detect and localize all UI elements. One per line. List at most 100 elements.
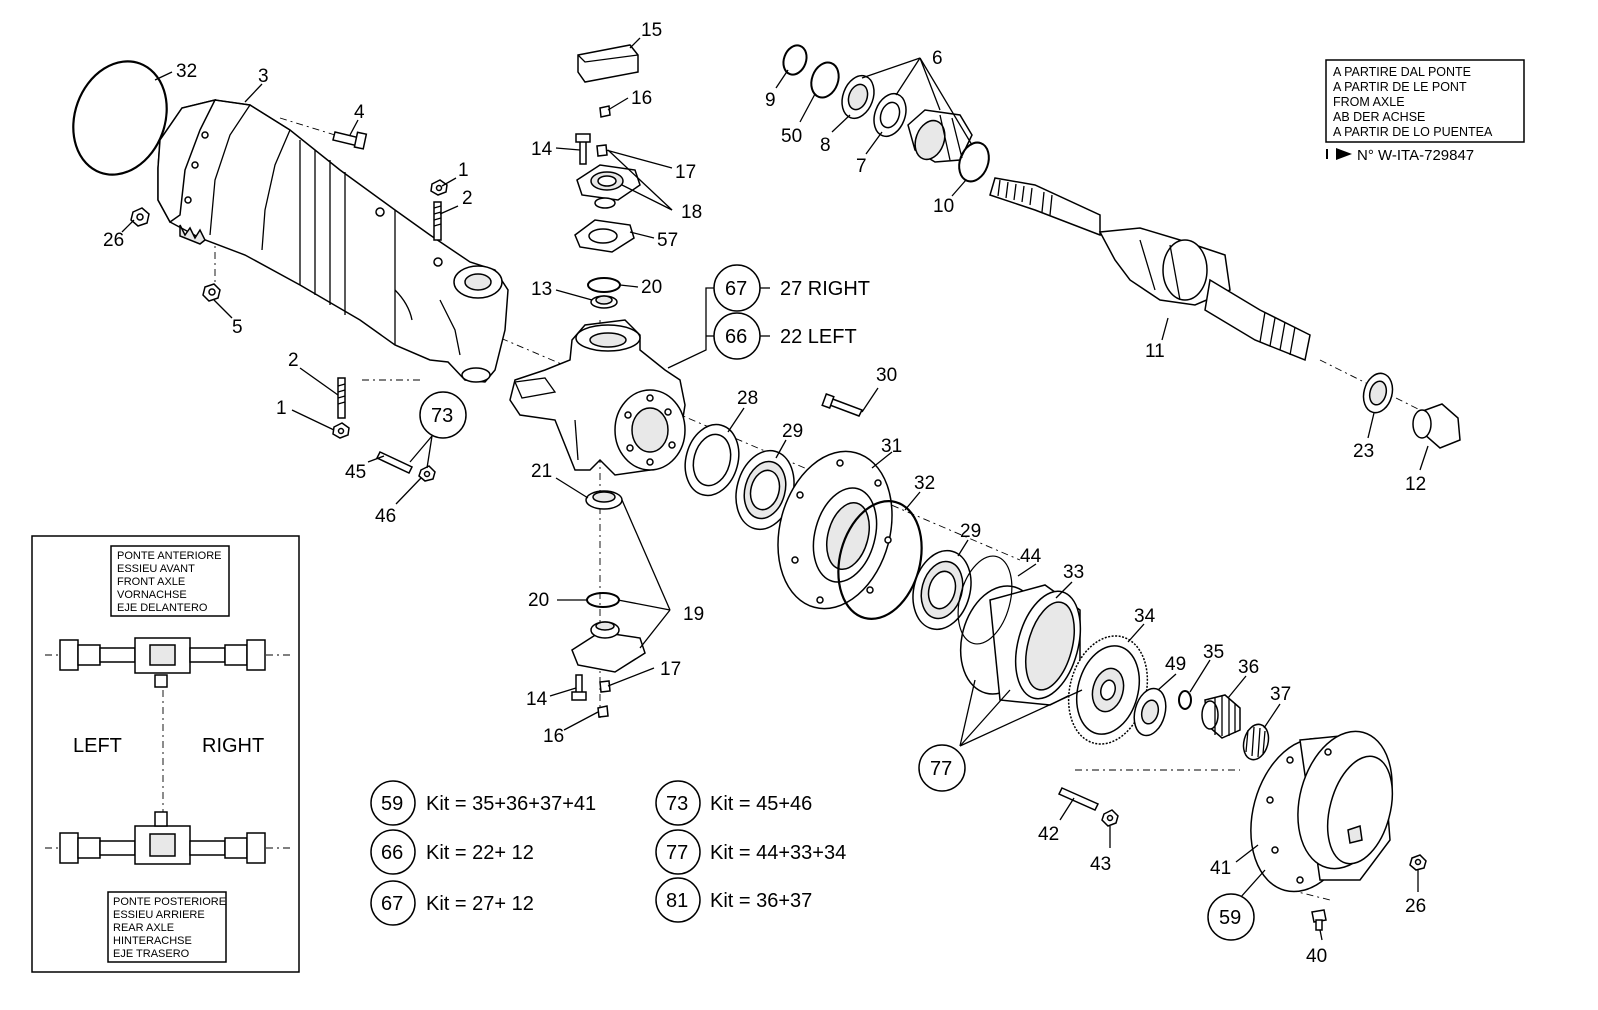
king-pin-cap-18	[576, 164, 641, 209]
circled-77: 77	[930, 758, 952, 780]
front-axle-label: PONTE ANTERIORE ESSIEU AVANT FRONT AXLE …	[110, 545, 230, 617]
kit-legend: 59 Kit = 35+36+37+41 66 Kit = 22+ 12 67 …	[370, 780, 846, 926]
callout-32-left: 32	[176, 61, 197, 82]
o-ring-20-top	[587, 277, 621, 293]
callout-28: 28	[737, 388, 758, 409]
seal-28	[684, 423, 740, 497]
callout-14-top: 14	[531, 139, 553, 160]
inset-left-label: LEFT	[73, 735, 122, 757]
inset-right-label: RIGHT	[202, 735, 264, 757]
ring-gear-34	[1067, 635, 1149, 745]
plug-26-right	[1409, 854, 1427, 871]
rear-line: PONTE POSTERIORE	[113, 896, 226, 908]
stud-2-bottom	[337, 377, 346, 419]
kit-row-73: 73 Kit = 45+46	[655, 780, 812, 826]
callout-12: 12	[1405, 474, 1426, 495]
callout-33: 33	[1063, 562, 1084, 583]
front-line: EJE DELANTERO	[117, 602, 208, 614]
rear-axle-icon	[45, 811, 290, 865]
kit-row-59: 59 Kit = 35+36+37+41	[370, 780, 596, 826]
front-axle-icon	[45, 637, 290, 688]
snap-ring-44	[957, 555, 1013, 645]
callout-numbers: 32 3 4 1 2 26 5 2 1 45 46 15 16 14 17 18…	[103, 20, 1426, 967]
bearing-21	[585, 490, 623, 510]
kit-text: Kit = 44+33+34	[710, 842, 846, 864]
bolt-14-top	[575, 133, 591, 165]
callout-5: 5	[232, 317, 243, 338]
callout-35: 35	[1203, 642, 1224, 663]
grease-nipple-16-top	[599, 105, 611, 118]
circled-73: 73	[431, 405, 453, 427]
callout-1-top: 1	[458, 160, 469, 181]
callout-19: 19	[683, 604, 704, 625]
callout-31: 31	[881, 436, 902, 457]
callout-34: 34	[1134, 606, 1156, 627]
steering-knuckle	[509, 319, 686, 476]
front-line: FRONT AXLE	[117, 576, 185, 588]
kit-num: 81	[666, 890, 688, 912]
grease-nipple-17-bottom	[599, 680, 611, 693]
from-axle-line: A PARTIR DE LE PONT	[1333, 80, 1467, 94]
nut-1-bottom	[332, 422, 350, 439]
nut-46	[418, 465, 436, 482]
callout-10: 10	[933, 196, 954, 217]
callout-7: 7	[856, 156, 867, 177]
snap-ring-50	[810, 61, 840, 99]
screw-40	[1311, 909, 1327, 931]
from-axle-line: AB DER ACHSE	[1333, 110, 1425, 124]
callout-45: 45	[345, 462, 366, 483]
circled-59: 59	[1219, 907, 1241, 929]
callout-2-bottom: 2	[288, 350, 299, 371]
callout-29-inner: 29	[782, 421, 803, 442]
bearing-29-inner	[735, 449, 795, 531]
sun-gear-36	[1201, 694, 1241, 739]
o-ring-10	[958, 141, 990, 183]
stud-30	[821, 393, 864, 417]
kit-num: 66	[381, 842, 403, 864]
callout-26-right: 26	[1405, 896, 1426, 917]
kit-num: 59	[381, 793, 403, 815]
plug-26-left	[130, 207, 150, 227]
callout-2-top: 2	[462, 188, 473, 209]
callout-16-top: 16	[631, 88, 652, 109]
callout-29-outer: 29	[960, 521, 981, 542]
snap-ring-9	[782, 44, 808, 76]
kit-row-77: 77 Kit = 44+33+34	[655, 829, 846, 875]
king-pin-lower-19	[571, 621, 646, 673]
drive-shaft-11	[989, 177, 1311, 362]
kit-text: Kit = 27+ 12	[426, 893, 534, 915]
cap-15	[577, 44, 639, 83]
callout-32-hub: 32	[914, 473, 935, 494]
front-line: ESSIEU AVANT	[117, 563, 195, 575]
kit-num: 73	[666, 793, 688, 815]
callout-6: 6	[932, 48, 943, 69]
stud-2-top	[433, 201, 442, 241]
seal-23	[1362, 372, 1394, 414]
kit-text: Kit = 36+37	[710, 890, 812, 912]
o-ring-32-left	[72, 60, 168, 176]
bearing-13	[590, 295, 618, 309]
axle-housing-3	[157, 98, 509, 383]
kit-text: Kit = 45+46	[710, 793, 812, 815]
circled-66-side: 66	[725, 326, 747, 348]
callout-17-bottom: 17	[660, 659, 681, 680]
circled-67-side: 67	[725, 278, 747, 300]
nut-43	[1101, 809, 1119, 827]
from-axle-box: A PARTIRE DAL PONTE A PARTIR DE LE PONT …	[1325, 59, 1525, 164]
rear-line: HINTERACHSE	[113, 935, 192, 947]
bolt-4	[332, 131, 368, 150]
shim-57	[574, 219, 635, 253]
callout-42: 42	[1038, 824, 1059, 845]
plug-5	[202, 283, 221, 302]
callout-1-bottom: 1	[276, 398, 287, 419]
callout-37: 37	[1270, 684, 1291, 705]
rear-axle-label: PONTE POSTERIORE ESSIEU ARRIERE REAR AXL…	[107, 891, 227, 963]
snap-ring-35	[1178, 690, 1192, 710]
axle-inset: PONTE ANTERIORE ESSIEU AVANT FRONT AXLE …	[31, 535, 300, 973]
from-axle-line: FROM AXLE	[1333, 95, 1405, 109]
callout-21: 21	[531, 461, 552, 482]
rear-line: ESSIEU ARRIERE	[113, 909, 205, 921]
callout-14-bottom: 14	[526, 689, 548, 710]
stud-42	[1057, 787, 1100, 811]
